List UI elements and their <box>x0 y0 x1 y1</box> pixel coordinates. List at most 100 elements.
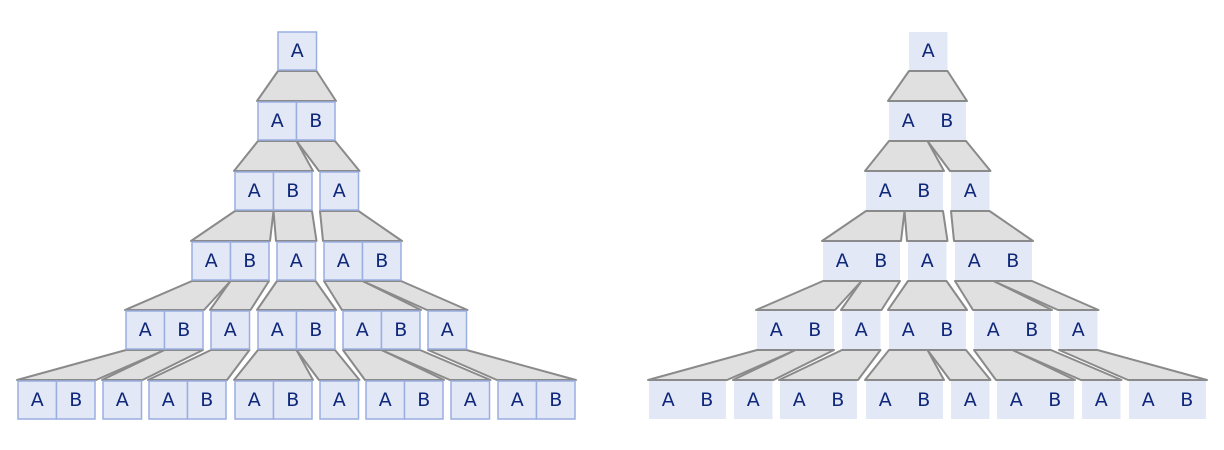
cell-label: B <box>917 180 930 202</box>
cell-box <box>951 381 990 419</box>
cell-label: A <box>224 319 237 341</box>
cell-A: A <box>889 311 928 349</box>
cell-A: A <box>191 241 232 281</box>
cell-box <box>295 310 336 350</box>
cell-label: A <box>162 389 175 411</box>
cell-label: A <box>662 389 675 411</box>
cell-label: A <box>290 250 303 272</box>
substitution-connector <box>233 140 314 172</box>
cell-label: B <box>1025 319 1038 341</box>
substitution-connector <box>427 349 577 381</box>
cell-label: A <box>441 319 454 341</box>
substitution-connector <box>101 349 204 381</box>
cell-box <box>904 381 943 419</box>
substitution-connector <box>887 70 968 102</box>
cell-A: A <box>323 241 364 281</box>
cell-label: A <box>248 180 261 202</box>
substitution-connector <box>864 140 945 172</box>
cell-box <box>780 381 819 419</box>
cell-box <box>1082 381 1121 419</box>
cell-A: A <box>210 310 251 350</box>
cell-A: A <box>125 310 166 350</box>
cell-box <box>403 380 444 420</box>
substitution-connector <box>319 210 403 242</box>
cell-box <box>295 101 336 141</box>
cell-box <box>904 172 943 210</box>
cell-label: B <box>417 389 430 411</box>
cell-label: A <box>964 389 977 411</box>
substitution-connector <box>887 280 968 311</box>
substitution-connector <box>840 280 901 311</box>
cell-label: A <box>379 389 392 411</box>
cell-B: B <box>295 101 336 141</box>
cell-B: B <box>272 171 313 211</box>
cell-label: A <box>337 250 350 272</box>
cell-A: A <box>276 241 317 281</box>
cell-box <box>823 242 862 280</box>
cell-A: A <box>974 311 1013 349</box>
cell-box <box>818 381 857 419</box>
substitution-connector <box>950 210 1034 242</box>
cell-label: B <box>549 389 562 411</box>
cell-B: B <box>1035 381 1074 419</box>
cell-label: A <box>793 389 806 411</box>
substitution-connector <box>973 349 1076 381</box>
cell-box <box>342 310 383 350</box>
cell-label: A <box>879 180 892 202</box>
cell-box <box>186 380 227 420</box>
cell-label: A <box>1142 389 1155 411</box>
cell-box <box>993 242 1032 280</box>
cell-box <box>842 311 881 349</box>
cell-box <box>861 242 900 280</box>
substitution-connector <box>190 210 275 242</box>
cell-box <box>1012 311 1051 349</box>
cell-B: B <box>403 380 444 420</box>
cell-label: B <box>309 110 322 132</box>
cell-label: B <box>69 389 82 411</box>
cell-A: A <box>365 380 406 420</box>
cell-B: B <box>861 242 900 280</box>
substitution-connector <box>256 70 337 102</box>
substitution-connector <box>342 349 445 381</box>
cell-box <box>974 311 1013 349</box>
cell-A: A <box>951 172 990 210</box>
cell-box <box>997 381 1036 419</box>
cell-box <box>125 310 166 350</box>
cell-label: A <box>271 319 284 341</box>
substitution-connector <box>295 349 361 381</box>
cell-label: B <box>243 250 256 272</box>
cell-box <box>319 380 360 420</box>
cell-box <box>257 310 298 350</box>
cell-label: B <box>375 250 388 272</box>
cell-A: A <box>319 380 360 420</box>
cell-B: B <box>927 311 966 349</box>
cell-B: B <box>1167 381 1206 419</box>
cell-A: A <box>955 242 994 280</box>
cell-label: A <box>271 110 284 132</box>
cell-B: B <box>163 310 204 350</box>
cell-A: A <box>757 311 796 349</box>
cell-label: A <box>333 389 346 411</box>
cell-A: A <box>102 380 143 420</box>
cell-label: B <box>831 389 844 411</box>
substitution-connector <box>124 280 232 311</box>
cell-A: A <box>427 310 468 350</box>
cell-A: A <box>1059 311 1098 349</box>
cell-B: B <box>55 380 96 420</box>
cell-label: A <box>291 40 304 62</box>
cell-A: A <box>234 380 275 420</box>
cell-label: B <box>808 319 821 341</box>
cell-A: A <box>997 381 1036 419</box>
cell-B: B <box>993 242 1032 280</box>
cell-box <box>148 380 189 420</box>
cell-label: A <box>31 389 44 411</box>
cell-box <box>889 102 928 140</box>
substitution-connector <box>821 210 906 242</box>
cell-B: B <box>229 241 270 281</box>
cell-A: A <box>842 311 881 349</box>
cell-box <box>757 311 796 349</box>
substitution-connector <box>361 280 469 311</box>
cell-box <box>191 241 232 281</box>
